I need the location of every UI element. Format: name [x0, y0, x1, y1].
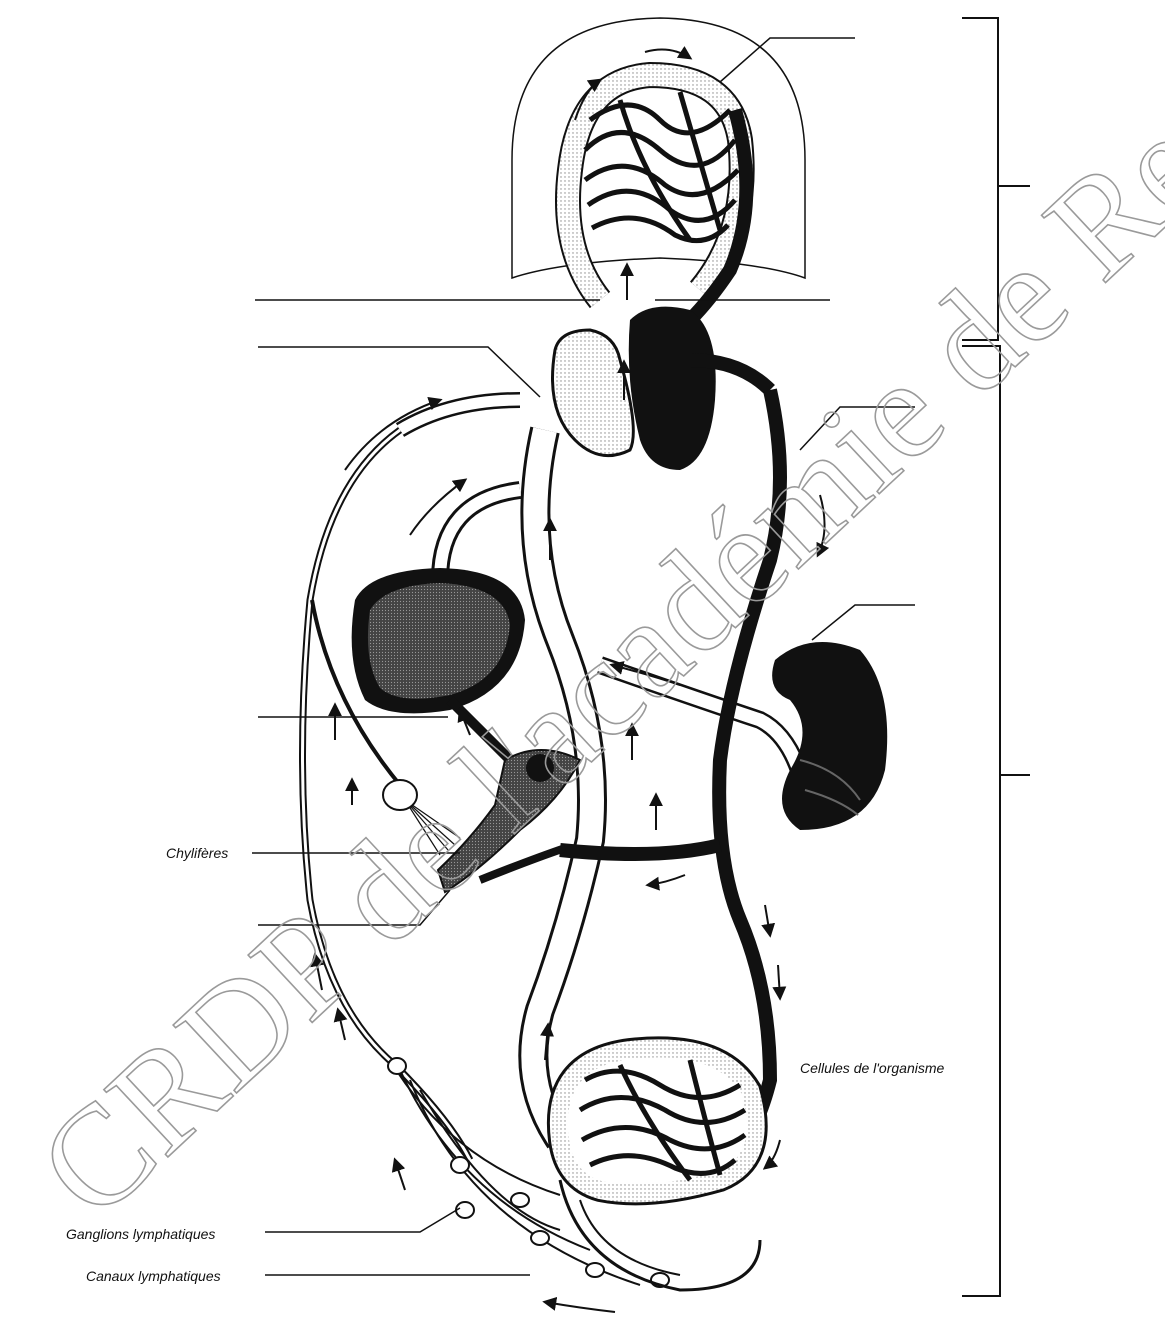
liver: [352, 568, 525, 760]
heart: [553, 307, 771, 470]
label-canaux-lymphatiques: Canaux lymphatiques: [86, 1268, 221, 1284]
label-ganglions-lymphatiques: Ganglions lymphatiques: [66, 1226, 215, 1242]
venous-vessels: [400, 400, 810, 1140]
label-chyliferes: Chylifères: [166, 845, 228, 861]
right-brackets: [962, 18, 1030, 1296]
label-cellules-organisme: Cellules de l'organisme: [800, 1060, 944, 1076]
tissue-capillary-bed: [559, 1048, 760, 1290]
lung-region: [512, 18, 805, 320]
